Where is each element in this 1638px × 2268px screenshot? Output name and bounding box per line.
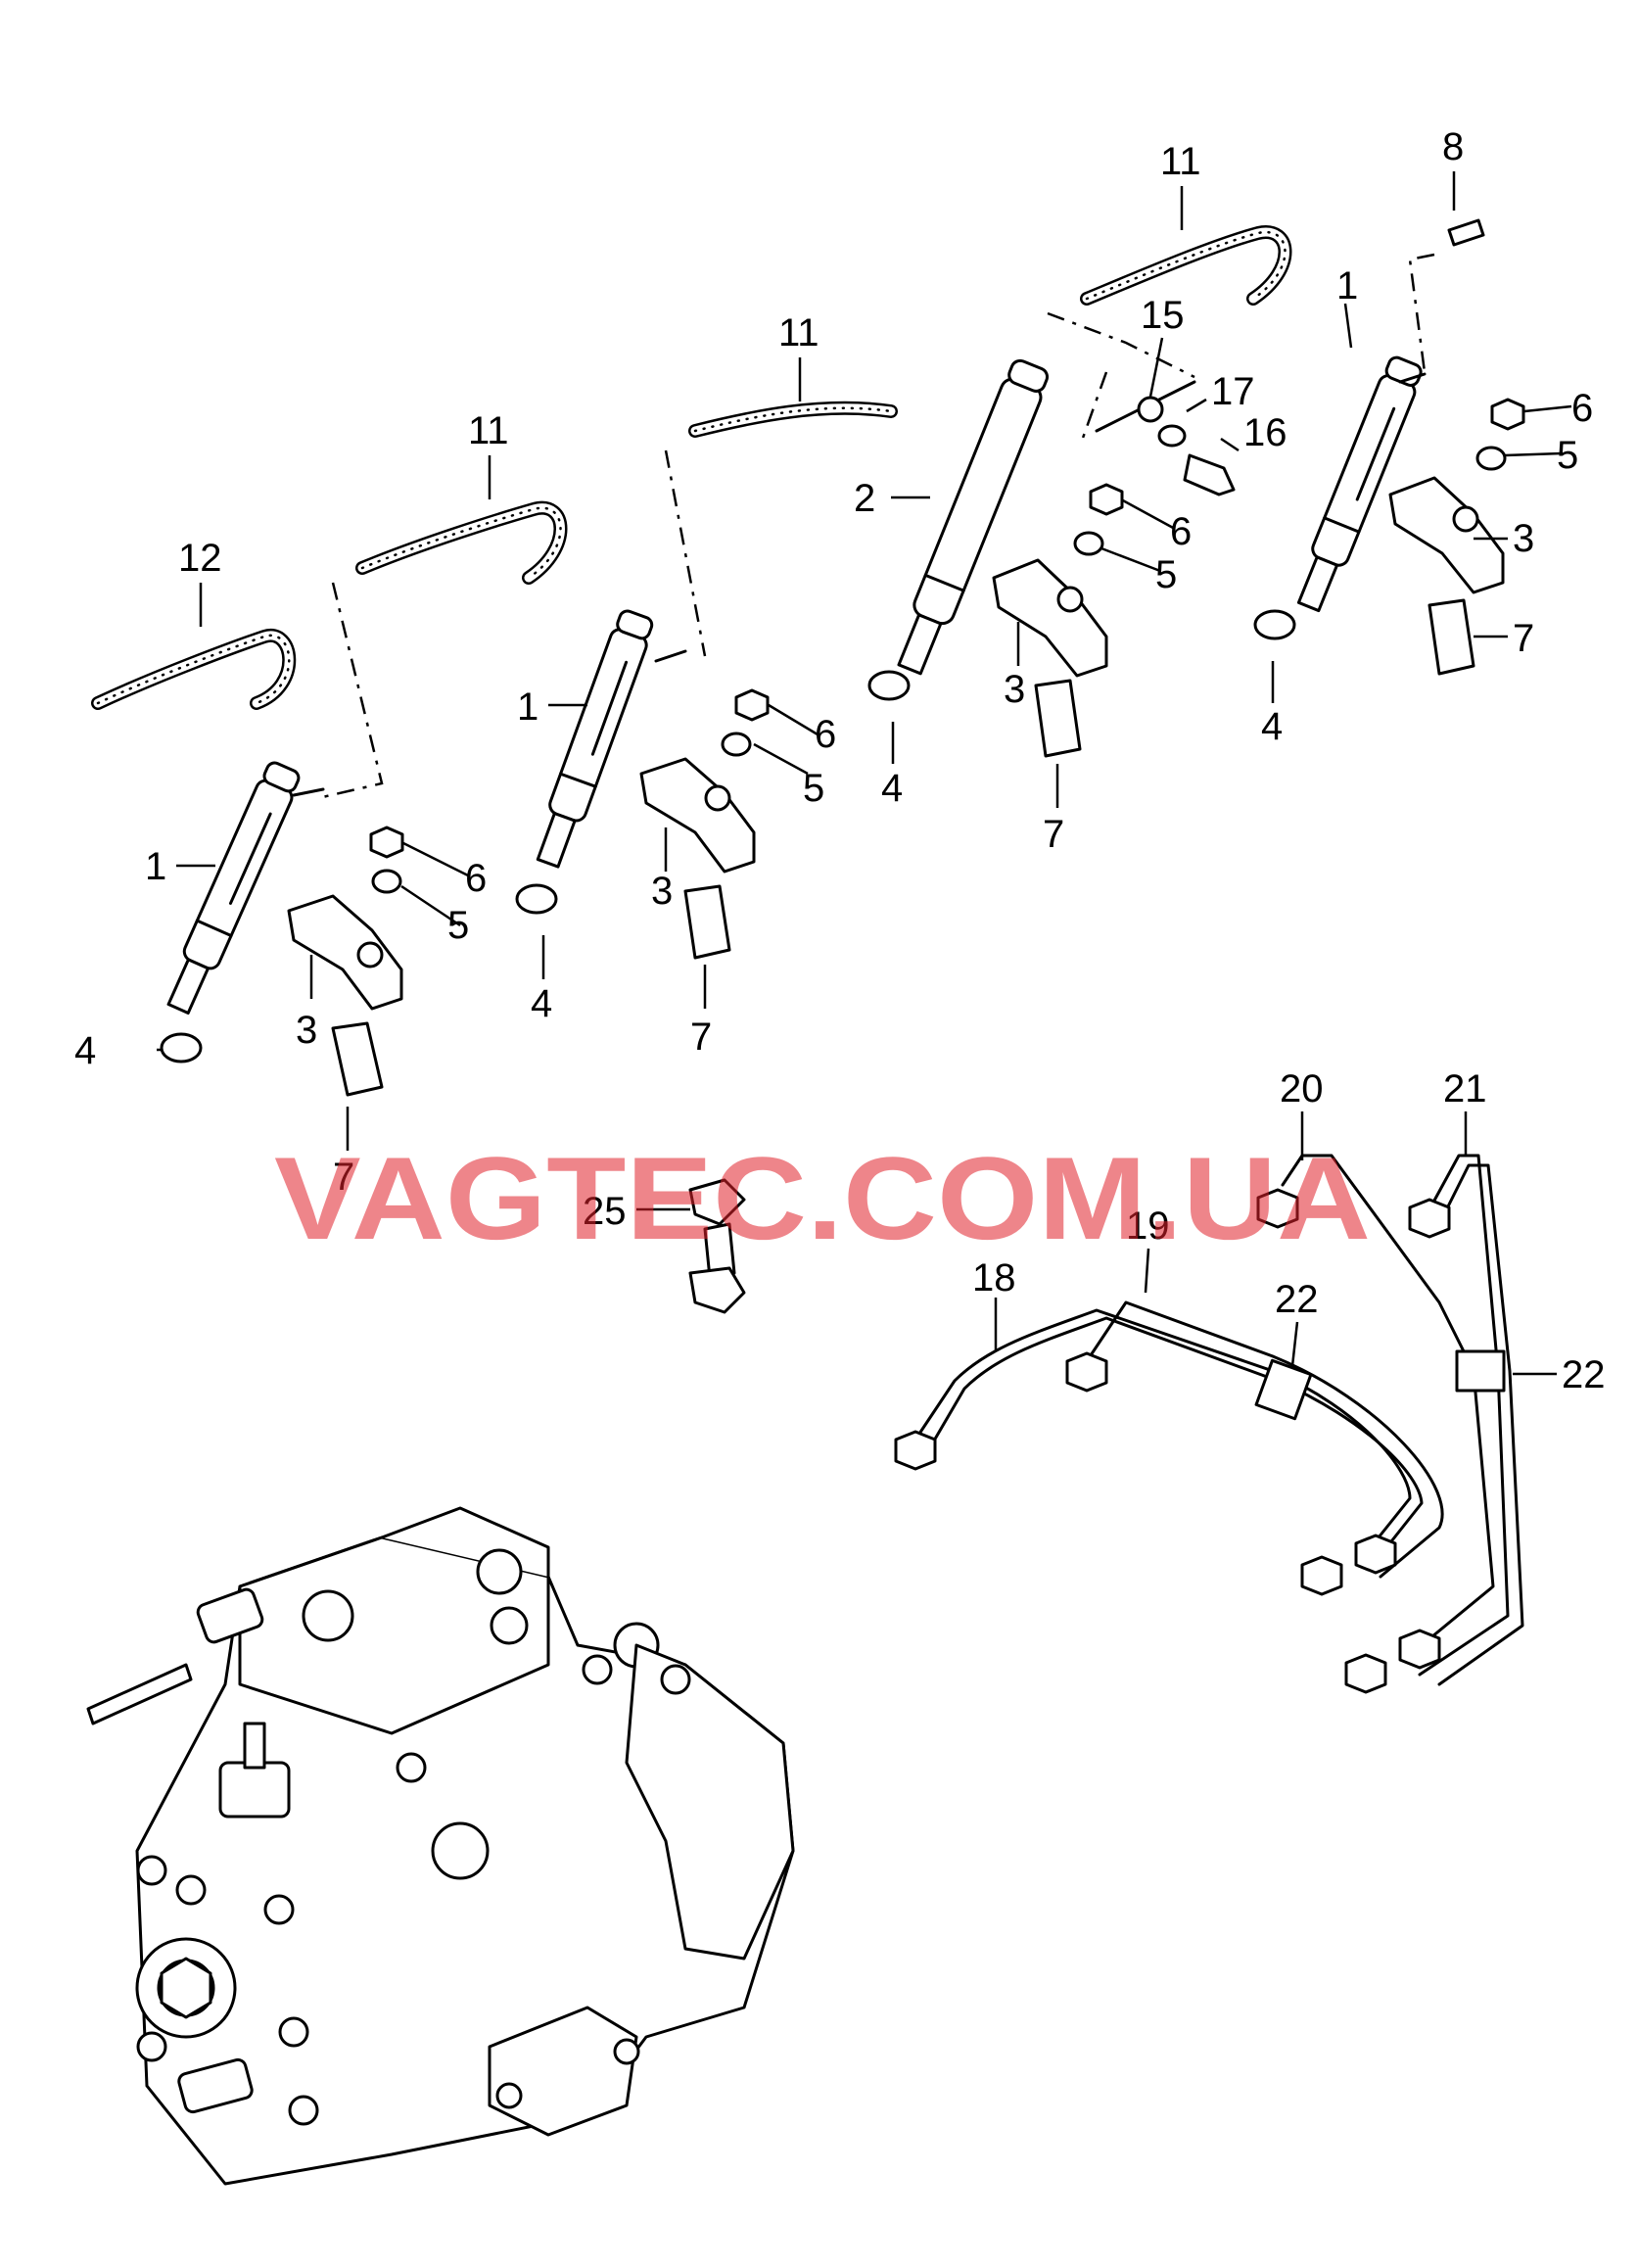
callout-22: 22 (1562, 1353, 1606, 1396)
callout-4: 4 (74, 1029, 96, 1072)
callout-3: 3 (1513, 517, 1534, 560)
callout-1: 1 (517, 685, 538, 729)
pipe-clip (688, 1178, 746, 1314)
callout-3: 3 (651, 870, 673, 913)
leak-off-hoses (91, 225, 1435, 800)
injector-assembly-1 (160, 761, 404, 1097)
callout-1: 1 (145, 845, 166, 888)
callout-7: 7 (333, 1156, 354, 1199)
callout-6: 6 (1170, 510, 1192, 553)
callout-21: 21 (1443, 1067, 1487, 1110)
callout-15: 15 (1141, 294, 1185, 337)
injector-assembly-3 (867, 358, 1236, 758)
callout-1: 1 (1336, 264, 1358, 307)
callout-5: 5 (803, 767, 824, 810)
callout-22: 22 (1275, 1278, 1319, 1321)
callout-3: 3 (296, 1009, 317, 1052)
injector-assembly-2 (515, 609, 770, 960)
callout-4: 4 (881, 767, 903, 810)
callout-5: 5 (1155, 553, 1177, 596)
washer-icon (371, 869, 402, 894)
nut-icon (369, 826, 404, 859)
callout-5: 5 (1557, 434, 1578, 477)
callout-19: 19 (1126, 1205, 1170, 1248)
callout-12: 12 (178, 537, 222, 580)
callout-17: 17 (1211, 370, 1255, 413)
callout-11: 11 (778, 311, 819, 354)
leader-lines (157, 171, 1572, 1376)
callout-20: 20 (1280, 1067, 1324, 1110)
callout-7: 7 (1043, 813, 1064, 856)
clamp-bracket-icon (287, 894, 403, 1011)
pipe-clamp-icon (1254, 1358, 1313, 1421)
callout-8: 8 (1442, 125, 1464, 168)
injection-pump (86, 1506, 795, 2186)
callout-7: 7 (690, 1016, 712, 1059)
injection-pipes (894, 1154, 1524, 1694)
callout-7: 7 (1513, 617, 1534, 660)
callout-6: 6 (815, 713, 836, 756)
callout-18: 18 (972, 1256, 1016, 1299)
callout-11: 11 (468, 409, 509, 452)
callout-6: 6 (465, 857, 487, 900)
callout-25: 25 (583, 1190, 627, 1233)
plug-icon (1447, 218, 1485, 247)
pipe-clamp-icon (1455, 1349, 1506, 1393)
callout-4: 4 (531, 982, 552, 1025)
callout-11: 11 (1160, 140, 1201, 183)
callout-2: 2 (854, 477, 875, 520)
callout-3: 3 (1004, 668, 1025, 711)
callout-labels: 1 1 1 2 3 3 3 3 4 4 4 4 5 5 5 5 6 6 6 6 … (74, 125, 1606, 1396)
watermark: VAGTEC.COM.UA (274, 1133, 1371, 1264)
callout-5: 5 (447, 904, 469, 947)
callout-6: 6 (1571, 387, 1593, 430)
callout-4: 4 (1261, 705, 1283, 748)
seal-washer-icon (160, 1032, 203, 1063)
callout-16: 16 (1243, 411, 1287, 454)
injector-assembly-4 (1253, 218, 1525, 676)
sleeve-icon (331, 1021, 384, 1097)
